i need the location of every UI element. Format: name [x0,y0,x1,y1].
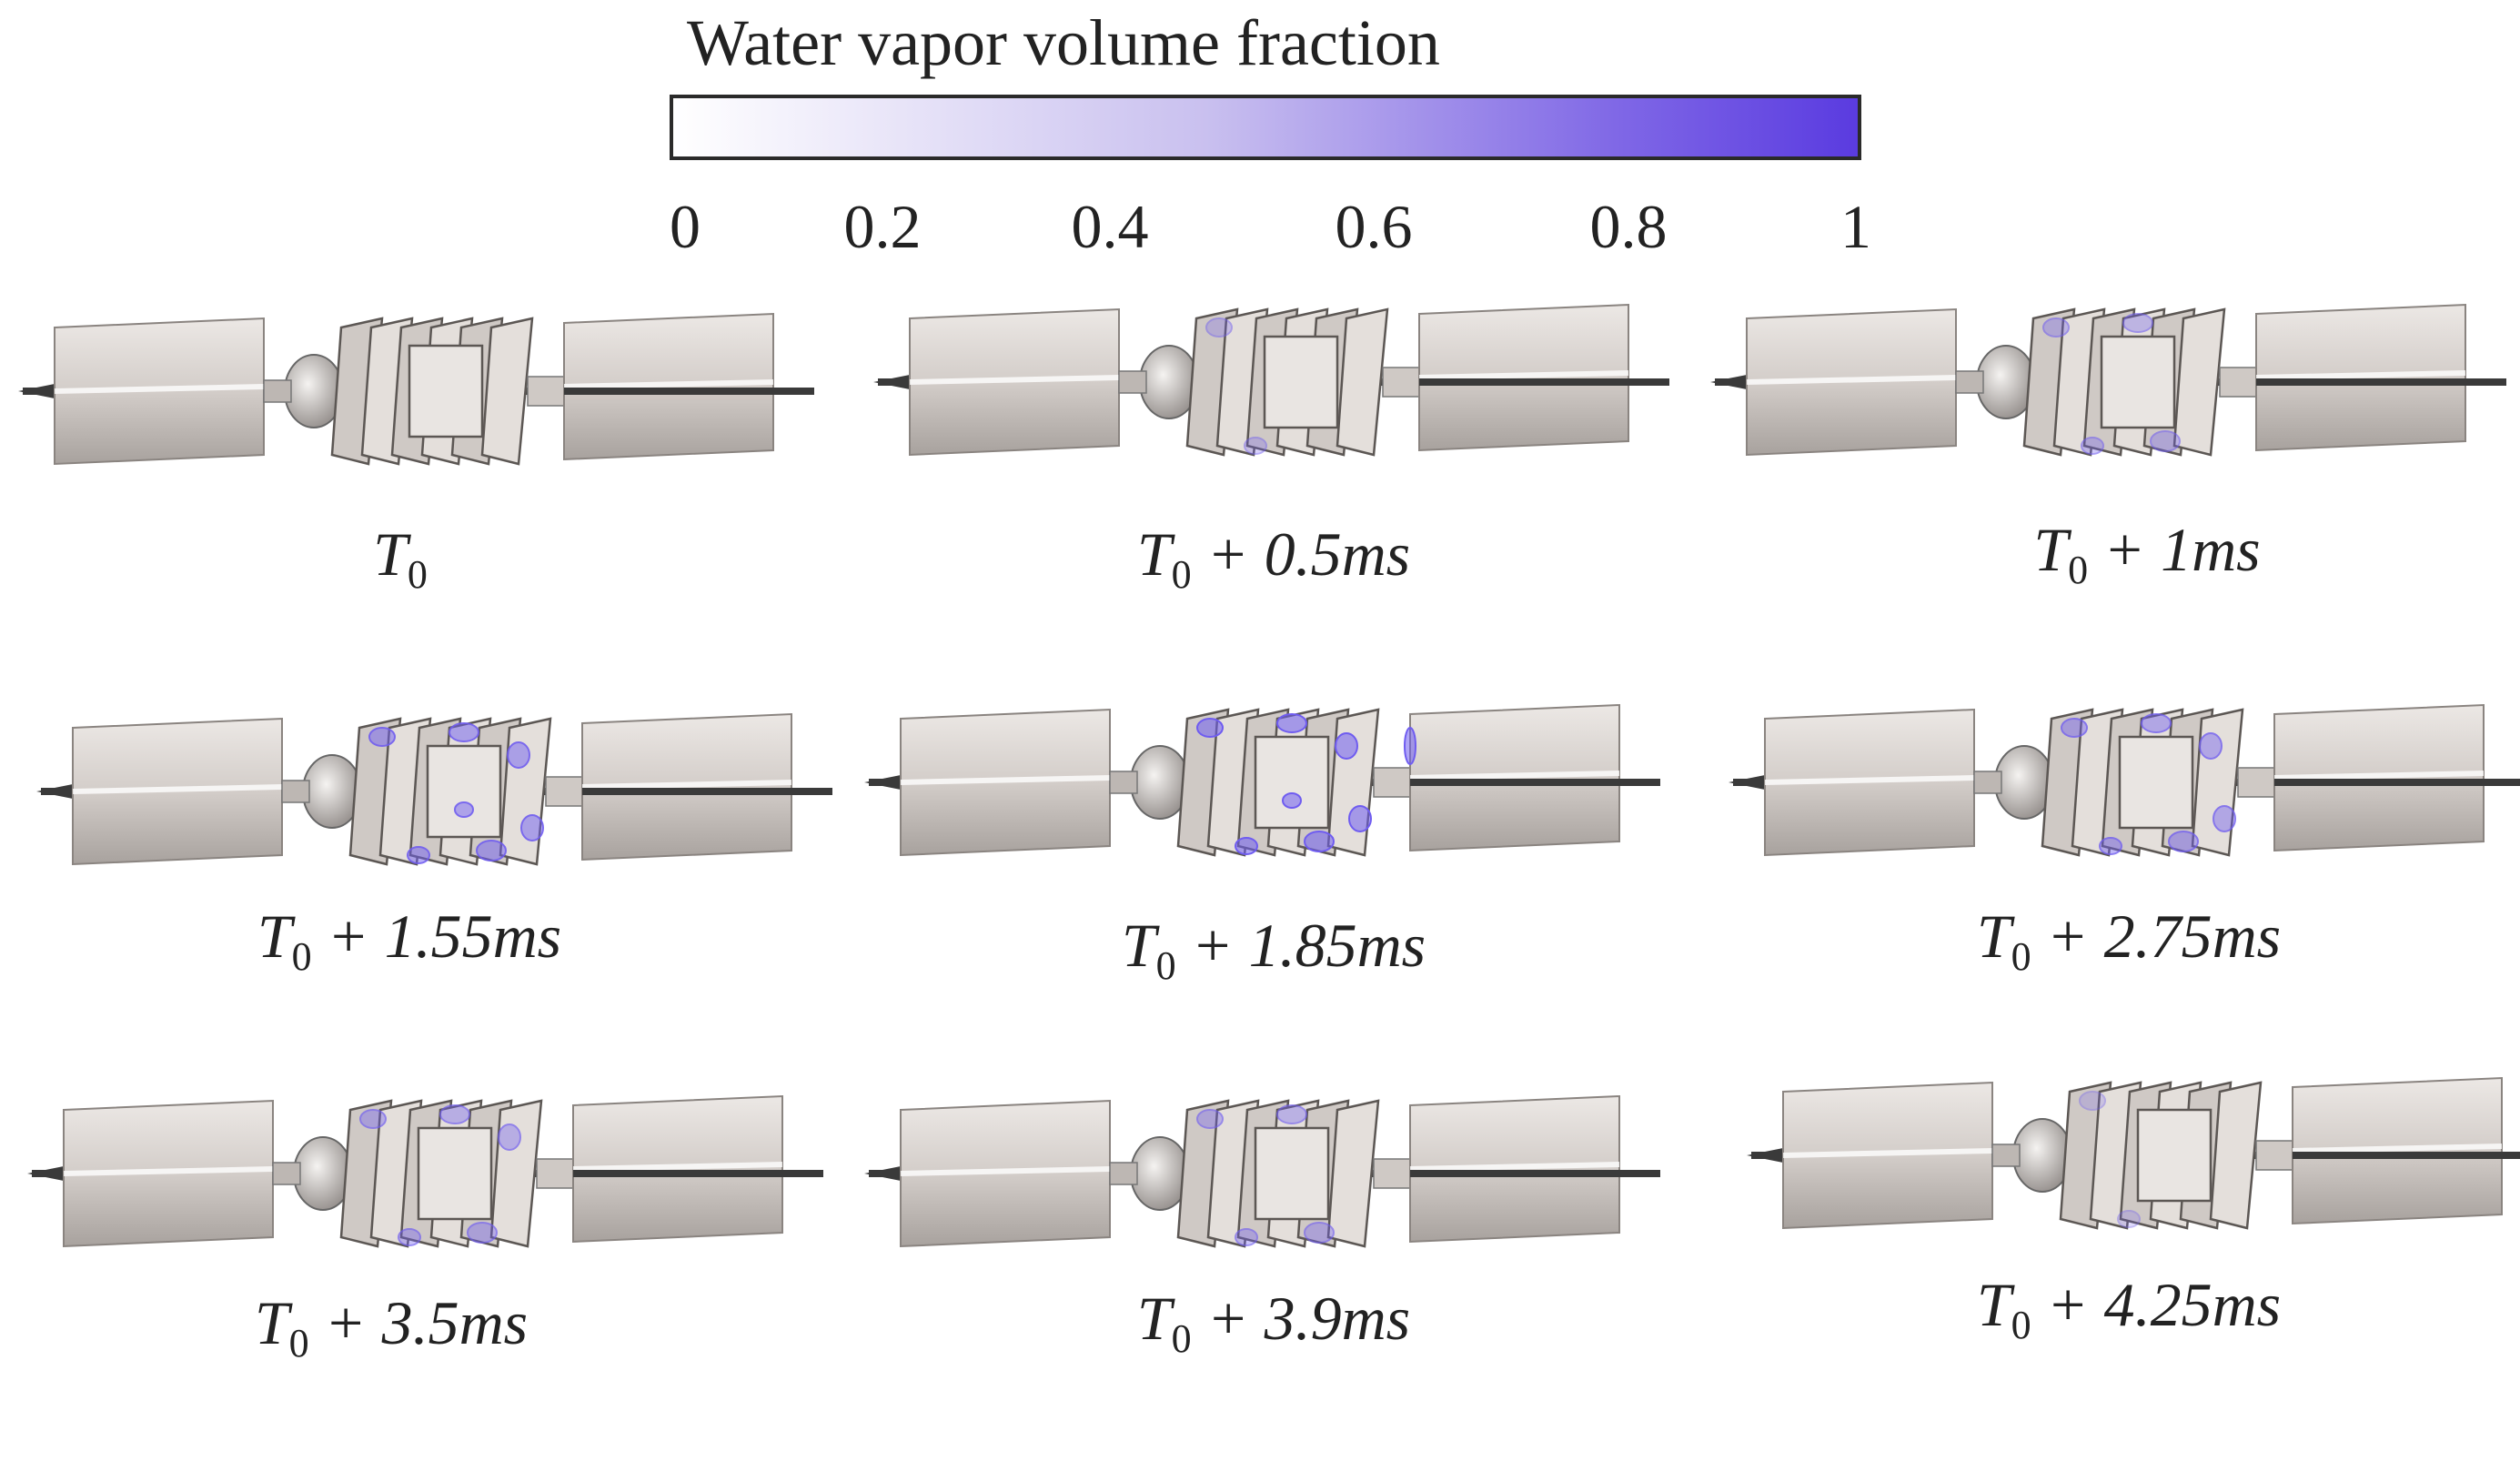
caption-subscript: 0 [407,552,428,597]
caption-subscript: 0 [1171,1316,1192,1361]
legend-tick: 1 [1840,192,1871,261]
caption-symbol: T [373,519,408,589]
caption-symbol: T [1136,1284,1172,1353]
legend-tick: 0 [670,192,701,261]
legend-tick: 0.6 [1335,192,1413,261]
pump-panel [1729,691,2520,873]
time-caption: T0 + 1ms [2033,514,2260,593]
time-caption: T0 + 2.75ms [1977,901,2281,980]
time-caption: T0 + 1.55ms [257,901,561,980]
vapor-region [2061,713,2236,855]
caption-subscript: 0 [2068,548,2089,592]
colorbar-legend: Water vapor volume fraction 0 0.2 0.4 0.… [0,0,2520,273]
caption-offset: + 3.9ms [1191,1284,1411,1353]
caption-subscript: 0 [291,934,312,979]
caption-offset: + 3.5ms [308,1288,529,1357]
impeller [2059,1081,2263,1230]
time-caption: T0 + 4.25ms [1977,1269,2281,1348]
vapor-region [1196,713,1416,855]
time-caption: T0 + 3.5ms [255,1287,528,1366]
pump-geometry [864,703,1660,857]
vapor-region [359,1104,521,1246]
caption-symbol: T [1136,519,1172,589]
pump-geometry [1729,703,2520,857]
caption-offset: + 4.25ms [2031,1270,2282,1339]
caption-symbol: T [257,902,292,971]
caption-subscript: 0 [1155,943,1176,988]
pump-geometry [864,1094,1660,1248]
caption-symbol: T [1976,902,2011,971]
impeller [330,317,534,466]
caption-offset: + 1.85ms [1175,911,1426,980]
impeller [2022,307,2226,457]
pump-panel [36,700,837,882]
pump-panel [27,1083,828,1265]
caption-symbol: T [254,1288,289,1357]
caption-offset: + 1ms [2088,515,2261,584]
time-caption: T0 + 3.9ms [1137,1283,1410,1362]
pump-geometry [18,312,814,466]
legend-tick: 0.8 [1589,192,1668,261]
pump-panel [1710,291,2511,473]
pump-geometry [27,1094,823,1248]
impeller [348,717,552,866]
time-caption: T0 + 0.5ms [1137,519,1410,598]
pump-geometry [36,712,832,866]
legend-title: Water vapor volume fraction [687,6,1440,79]
vapor-region [2079,1091,2141,1228]
pump-geometry [1747,1076,2520,1230]
pump-panel [864,1083,1665,1265]
pump-geometry [873,303,1669,457]
vapor-region [368,722,544,864]
caption-subscript: 0 [2011,1303,2031,1347]
legend-tick: 0.4 [1071,192,1149,261]
legend-tick: 0.2 [843,192,922,261]
vapor-region [1205,317,1267,455]
pump-panel [1747,1064,2520,1246]
vapor-region [2042,313,2181,455]
pump-panel [18,300,819,482]
caption-symbol: T [1121,911,1156,980]
impeller [339,1099,543,1248]
caption-subscript: 0 [288,1321,309,1365]
caption-subscript: 0 [1171,552,1192,597]
caption-subscript: 0 [2011,934,2031,979]
time-caption: T0 + 1.85ms [1122,910,1426,989]
caption-symbol: T [2033,515,2069,584]
pump-panel [873,291,1674,473]
caption-offset: + 2.75ms [2031,902,2282,971]
impeller [1176,1099,1380,1248]
caption-offset: + 0.5ms [1191,519,1411,589]
caption-offset: + 1.55ms [311,902,562,971]
vapor-region [1196,1104,1335,1246]
caption-symbol: T [1976,1270,2011,1339]
impeller [1185,307,1389,457]
pump-geometry [1710,303,2506,457]
time-caption: T0 [373,519,428,598]
colorbar [670,95,1861,160]
pump-panel [864,691,1665,873]
